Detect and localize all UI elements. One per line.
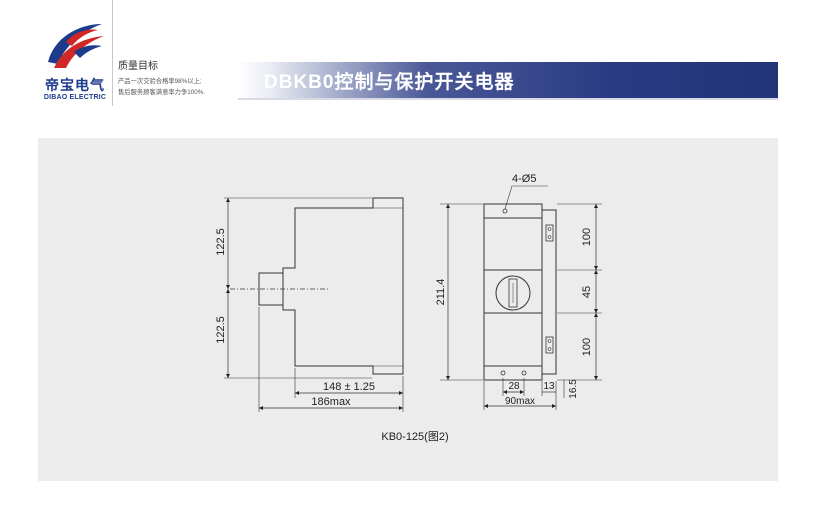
brand-name-cn: 帝宝电气 <box>45 77 105 93</box>
brand-logo: 帝宝电气 DIBAO ELECTRIC <box>38 18 112 104</box>
front-view-top-plate <box>483 203 543 219</box>
quality-line-2: 售后服务顾客满意率力争100%. <box>118 89 206 96</box>
dim-label-height: 211.4 <box>435 279 447 306</box>
terminal-upper <box>545 224 554 242</box>
brand-name-en: DIBAO ELECTRIC <box>43 94 107 101</box>
dim-label-top: 122.5 <box>215 228 227 256</box>
dim-label-offset: 13 <box>543 381 555 392</box>
front-view-rail <box>541 209 557 375</box>
rotary-knob-handle <box>508 278 518 308</box>
title-underline <box>238 98 778 100</box>
dim-label-middle: 45 <box>581 286 593 298</box>
dim-label-front-width: 90max <box>505 396 535 407</box>
page-title: DBKB0控制与保护开关电器 <box>264 72 515 93</box>
mount-hole-bottom-left <box>500 370 506 376</box>
brand-swoosh-icon <box>48 24 104 68</box>
front-view <box>440 185 602 410</box>
side-view-outline <box>282 197 404 375</box>
header-divider <box>112 0 113 106</box>
drawing-caption: KB0-125(图2) <box>381 431 449 443</box>
dim-label-holes: 4-Ø5 <box>512 173 536 185</box>
mount-hole-bottom-right <box>521 370 527 376</box>
mount-hole-top <box>502 208 508 214</box>
title-bar <box>238 62 778 98</box>
terminal-lower <box>545 336 554 354</box>
dim-label-width: 148 ± 1.25 <box>323 381 375 393</box>
dim-label-lower: 100 <box>581 338 593 356</box>
quality-title: 质量目标 <box>118 61 158 72</box>
page-header: 帝宝电气 DIBAO ELECTRIC 质量目标 产品一次交验合格率98%以上;… <box>0 0 823 120</box>
quality-line-1: 产品一次交验合格率98%以上; <box>118 78 202 85</box>
leader-holes <box>504 185 548 210</box>
quality-goal: 质量目标 产品一次交验合格率98%以上; 售后服务顾客满意率力争100%. <box>118 57 248 98</box>
side-view <box>224 197 404 412</box>
drawing-panel <box>38 138 778 481</box>
dim-label-bottom: 122.5 <box>215 316 227 344</box>
dim-label-bottom-offset: 16.5 <box>568 379 579 399</box>
front-view-bottom-plate <box>483 365 543 381</box>
rotary-knob <box>495 275 531 311</box>
dim-label-hole-spacing: 28 <box>508 381 520 392</box>
dim-label-upper: 100 <box>581 228 593 246</box>
dim-label-overall: 186max <box>311 396 351 408</box>
